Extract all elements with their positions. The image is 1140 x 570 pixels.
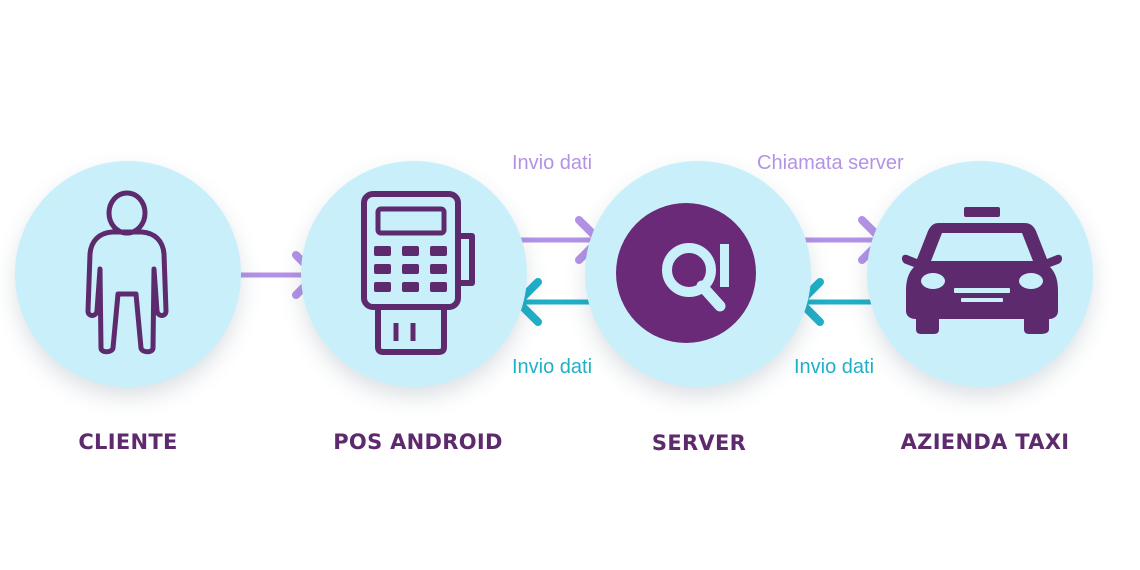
node-cliente [15, 161, 241, 387]
person-icon [85, 190, 169, 355]
taxi-car-icon [901, 207, 1063, 334]
label-azienda-taxi: AZIENDA TAXI [900, 430, 1070, 454]
node-pos-android [301, 161, 527, 387]
flow-label-pos-to-server: Invio dati [512, 152, 593, 174]
qi-logo-icon [616, 203, 756, 343]
flow-label-server-to-pos: Invio dati [512, 356, 593, 378]
pos-terminal-icon [361, 191, 475, 355]
node-server [585, 161, 811, 387]
label-cliente: CLIENTE [78, 430, 178, 454]
label-server: SERVER [651, 431, 747, 455]
label-pos-android: POS ANDROID [333, 430, 503, 454]
flow-label-taxi-to-server: Invio dati [794, 356, 875, 378]
node-azienda-taxi [867, 161, 1093, 387]
flow-label-server-to-taxi: Chiamata server [757, 152, 904, 174]
